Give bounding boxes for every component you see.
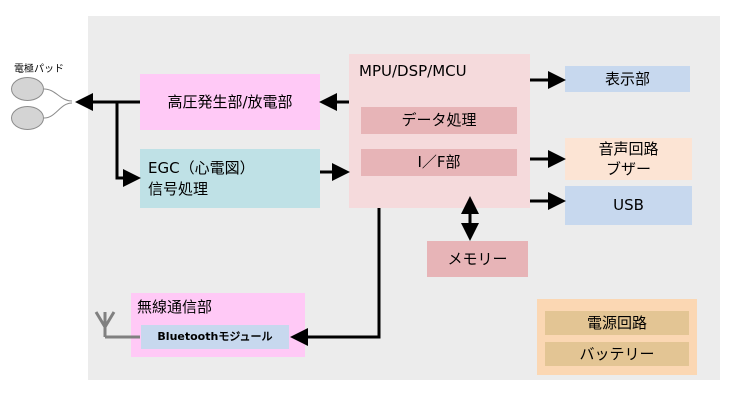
ecg-signal-processing-block: EGC（心電図） 信号処理 [140, 149, 320, 208]
arrow-bus-to-ecg [115, 102, 141, 187]
mpu-title: MPU/DSP/MCU [359, 62, 467, 80]
audio-line-2: ブザー [605, 160, 651, 178]
audio-line-1: 音声回路 [598, 139, 659, 158]
electrode-pad-upper [11, 77, 44, 101]
data-processing-block: データ処理 [361, 107, 517, 134]
ecg-line-2: 信号処理 [148, 179, 209, 198]
electrode-wire-upper [43, 88, 73, 102]
usb-block: USB [565, 186, 692, 225]
battery-block: バッテリー [545, 342, 689, 366]
display-block: 表示部 [565, 66, 690, 92]
power-circuit-block: 電源回路 [545, 311, 689, 335]
electrode-pad-lower [11, 106, 44, 130]
electrode-wire-lower [43, 102, 73, 119]
arrow-mpu-to-bluetooth [290, 208, 381, 346]
audio-buzzer-block: 音声回路 ブザー [565, 138, 692, 180]
antenna-icon [94, 311, 140, 339]
memory-block: メモリー [427, 241, 528, 277]
electrode-pad-label: 電極パッド [14, 64, 64, 75]
mpu-dsp-mcu-block: MPU/DSP/MCU データ処理 I／F部 [349, 54, 530, 208]
bluetooth-module-block: Bluetoothモジュール [141, 325, 289, 349]
power-section: 電源回路 バッテリー [537, 299, 697, 375]
high-voltage-discharge-block: 高圧発生部/放電部 [140, 74, 320, 130]
interface-unit-block: I／F部 [361, 149, 517, 176]
ecg-line-1: EGC（心電図） [148, 159, 255, 178]
wireless-title: 無線通信部 [137, 298, 213, 316]
wireless-communication-block: 無線通信部 Bluetoothモジュール [131, 293, 305, 357]
